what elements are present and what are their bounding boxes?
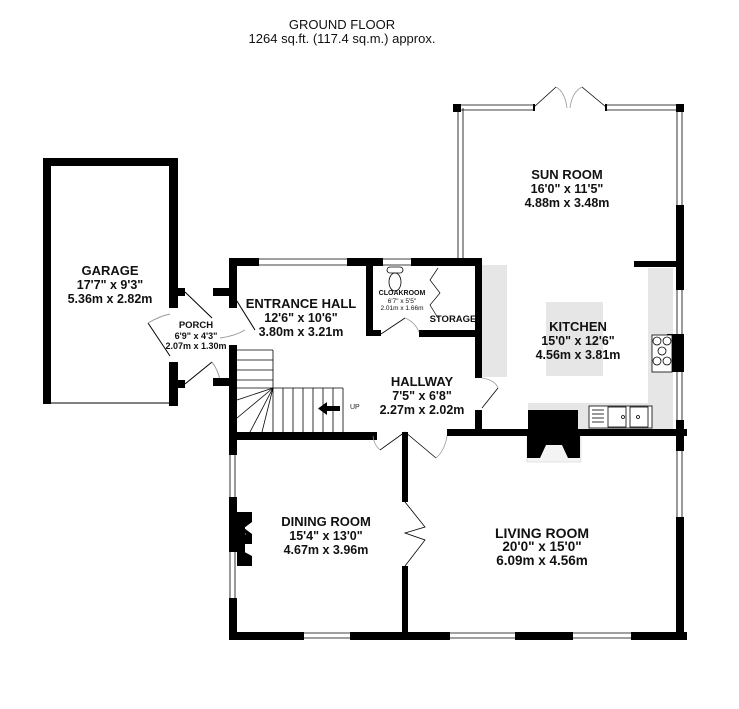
- room-dim-imperial: 12'6" x 10'6": [264, 311, 338, 325]
- room-hallway: HALLWAY 7'5" x 6'8" 2.27m x 2.02m: [379, 374, 465, 418]
- room-dining-room: DINING ROOM 15'4" x 13'0" 4.67m x 3.96m: [281, 514, 371, 558]
- room-name: PORCH: [178, 320, 214, 331]
- floor-name: GROUND FLOOR: [288, 17, 396, 32]
- room-name: CLOAKROOM: [378, 290, 426, 297]
- room-living-room: LIVING ROOM 20'0" x 15'0" 6.09m x 4.56m: [495, 526, 589, 568]
- room-dim-metric: 5.36m x 2.82m: [67, 292, 153, 306]
- room-dim-imperial: 15'0" x 12'6": [541, 334, 615, 348]
- room-dim-metric: 3.80m x 3.21m: [258, 325, 344, 339]
- fireplace-dining: [237, 512, 252, 566]
- toilet-icon: [386, 266, 404, 292]
- kitchen-windows: [676, 290, 683, 420]
- room-dim-imperial: 6'7" x 5'5": [387, 298, 417, 305]
- entrance-window: [259, 258, 347, 266]
- room-dim-imperial: 16'0" x 11'5": [530, 182, 604, 196]
- fireplace-kitchen: [527, 410, 580, 458]
- room-dim-imperial: 6'9" x 4'3": [174, 331, 218, 341]
- room-name: SUN ROOM: [531, 167, 603, 182]
- room-name: KITCHEN: [549, 319, 607, 334]
- lower-walls: [229, 429, 687, 640]
- room-porch: PORCH 6'9" x 4'3" 2.07m x 1.30m: [165, 320, 226, 351]
- porch-doors: [147, 291, 256, 385]
- room-garage: GARAGE 17'7" x 9'3" 5.36m x 2.82m: [67, 263, 153, 307]
- room-name: STORAGE: [429, 314, 477, 325]
- hob-icon: [651, 334, 673, 373]
- floor-area: 1264 sq.ft. (117.4 sq.m.) approx.: [248, 31, 436, 46]
- stairs-arrow-icon: [318, 402, 340, 415]
- room-cloakroom: CLOAKROOM 6'7" x 5'5" 2.01m x 1.66m: [379, 290, 426, 312]
- room-dim-metric: 4.88m x 3.48m: [524, 196, 610, 210]
- room-name: GARAGE: [81, 263, 139, 278]
- room-dim-metric: 2.27m x 2.02m: [379, 403, 465, 417]
- room-name: HALLWAY: [390, 374, 454, 389]
- room-dim-metric: 6.09m x 4.56m: [496, 553, 588, 568]
- entrance-hall-walls: [213, 258, 377, 441]
- staircase: [236, 349, 344, 433]
- bifold-doors-dining-living: [403, 501, 426, 567]
- room-name: ENTRANCE HALL: [245, 296, 357, 311]
- cloakroom-window: [383, 258, 411, 266]
- garage-walls: [43, 158, 185, 406]
- room-dim-imperial: 15'4" x 13'0": [289, 529, 363, 543]
- floor-title: GROUND FLOOR 1264 sq.ft. (117.4 sq.m.) a…: [0, 18, 739, 46]
- room-dim-metric: 4.67m x 3.96m: [283, 543, 369, 557]
- hallway-doors: [372, 377, 499, 459]
- room-sun-room: SUN ROOM 16'0" x 11'5" 4.88m x 3.48m: [524, 167, 610, 211]
- room-dim-metric: 2.01m x 1.66m: [380, 305, 424, 312]
- room-kitchen: KITCHEN 15'0" x 12'6" 4.56m x 3.81m: [535, 319, 621, 363]
- room-dim-imperial: 17'7" x 9'3": [76, 278, 144, 292]
- lower-windows: [229, 451, 683, 639]
- storage-bifold-door: [429, 267, 441, 319]
- sink-icon: [588, 405, 653, 429]
- room-dim-imperial: 7'5" x 6'8": [392, 389, 452, 403]
- cloakroom-door: [380, 317, 420, 335]
- room-dim-metric: 4.56m x 3.81m: [535, 348, 621, 362]
- french-doors: [533, 86, 607, 109]
- room-name: DINING ROOM: [281, 514, 371, 529]
- room-dim-imperial: 20'0" x 15'0": [502, 539, 582, 554]
- sun-room-walls: [440, 104, 684, 267]
- room-storage: STORAGE: [430, 314, 477, 325]
- room-entrance-hall: ENTRANCE HALL 12'6" x 10'6" 3.80m x 3.21…: [245, 296, 357, 340]
- sun-room-frame: [457, 104, 683, 265]
- stairs-up-label: UP: [350, 404, 360, 411]
- room-dim-metric: 2.07m x 1.30m: [165, 341, 227, 351]
- room-name: LIVING ROOM: [494, 525, 590, 541]
